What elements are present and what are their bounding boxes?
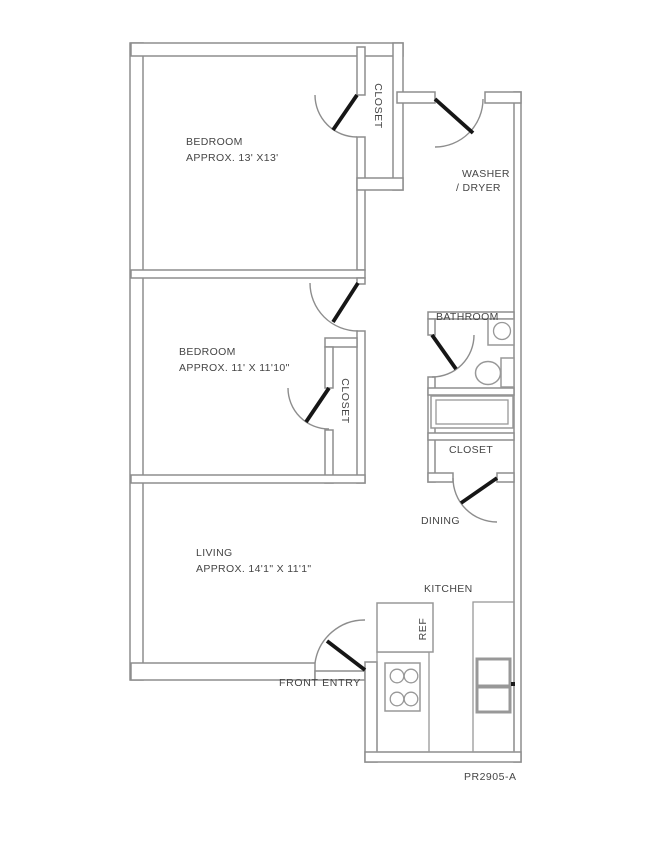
kitchen-sink-upper-icon (475, 657, 512, 688)
stove-burner-icon (403, 691, 419, 707)
wall-hall-top-right (484, 91, 522, 104)
bed2-closet-label: CLOSET (339, 378, 351, 424)
wall-bath-top (427, 311, 515, 320)
bed2-entry-door-leaf (331, 281, 360, 324)
wall-bed2-right-stub (356, 277, 366, 285)
wall-kitchen-bottom (364, 751, 522, 763)
bed2-closet-door-leaf (304, 386, 331, 424)
wall-dot-marker (511, 682, 515, 686)
wall-bed1-bed2-divider (130, 269, 366, 279)
refrigerator-icon (376, 602, 434, 653)
room-dims: APPROX. 13' X13' (186, 152, 279, 164)
bathroom-sink-counter (487, 318, 515, 346)
bathroom-door-leaf (430, 333, 458, 371)
front-entry-label: FRONT ENTRY (279, 677, 361, 689)
living-label: LIVING APPROX. 14'1" X 11'1" (196, 545, 312, 577)
wall-closet2-top (324, 337, 358, 348)
wall-closet3-top (427, 432, 515, 441)
room-name: BEDROOM (179, 346, 236, 358)
kitchen-right-counter (472, 601, 515, 753)
bathtub-icon (430, 395, 514, 429)
dryer-line: / DRYER (456, 182, 501, 194)
wall-kitchen-left (364, 661, 378, 763)
wall-bath-divider (427, 387, 515, 396)
dining-label: DINING (421, 515, 460, 527)
bathroom-door-arc (431, 334, 475, 378)
bed2-closet-door-arc (287, 387, 330, 430)
room-name: LIVING (196, 547, 233, 559)
wall-bath-left-stub (427, 318, 436, 336)
toilet-tank-icon (500, 357, 515, 388)
wall-closet2-left-upper (324, 346, 334, 389)
washer-line: WASHER (462, 168, 510, 180)
bed1-closet-door-leaf (331, 93, 359, 132)
wall-closet1-bottom (356, 177, 404, 191)
wall-bed1-right-lower (356, 136, 366, 271)
fixtures (376, 318, 515, 753)
wall-closet3-bottom-right (496, 472, 515, 483)
kitchen-label: KITCHEN (424, 583, 473, 595)
bed1-closet-label: CLOSET (372, 83, 384, 129)
walls (129, 42, 522, 763)
wall-bed1-right-upper (356, 46, 366, 96)
hall-closet-door-leaf (459, 476, 499, 505)
wall-outer-left (129, 42, 144, 681)
bathroom-sink-basin-icon (492, 321, 512, 341)
room-dims: APPROX. 11' X 11'10" (179, 362, 290, 374)
plan-number: PR2905-A (464, 771, 517, 783)
stove-burner-icon (403, 668, 419, 684)
hall-closet-label: CLOSET (449, 444, 494, 456)
front-entry-door-arc (314, 619, 366, 664)
toilet-bowl-icon (474, 360, 502, 386)
wall-hall-top-left (396, 91, 436, 104)
hall-entry-door-arc (434, 98, 484, 148)
wall-bed2-right-lower (356, 330, 366, 484)
refrigerator-label: REF (417, 617, 429, 641)
front-entry-door-leaf (325, 639, 367, 672)
hall-closet-door-arc (452, 477, 498, 523)
bed2-entry-door-arc (309, 282, 359, 332)
bathtub-inner-icon (435, 399, 509, 425)
wall-bed2-living-divider (130, 474, 366, 484)
doors (287, 93, 499, 672)
bedroom1-label: BEDROOM APPROX. 13' X13' (186, 134, 279, 166)
wall-closet3-bottom-left (427, 472, 454, 483)
washer-dryer-label: WASHER / DRYER (456, 167, 510, 195)
bathroom-label: BATHROOM (436, 311, 499, 323)
wall-closet1-right (392, 42, 404, 191)
wall-outer-right (513, 91, 522, 763)
room-dims: APPROX. 14'1" X 11'1" (196, 563, 312, 575)
kitchen-sink-lower-icon (475, 685, 512, 714)
bed1-closet-door-arc (314, 94, 358, 138)
room-name: BEDROOM (186, 136, 243, 148)
bedroom2-label: BEDROOM APPROX. 11' X 11'10" (179, 344, 290, 376)
hall-entry-door-leaf (433, 97, 475, 135)
